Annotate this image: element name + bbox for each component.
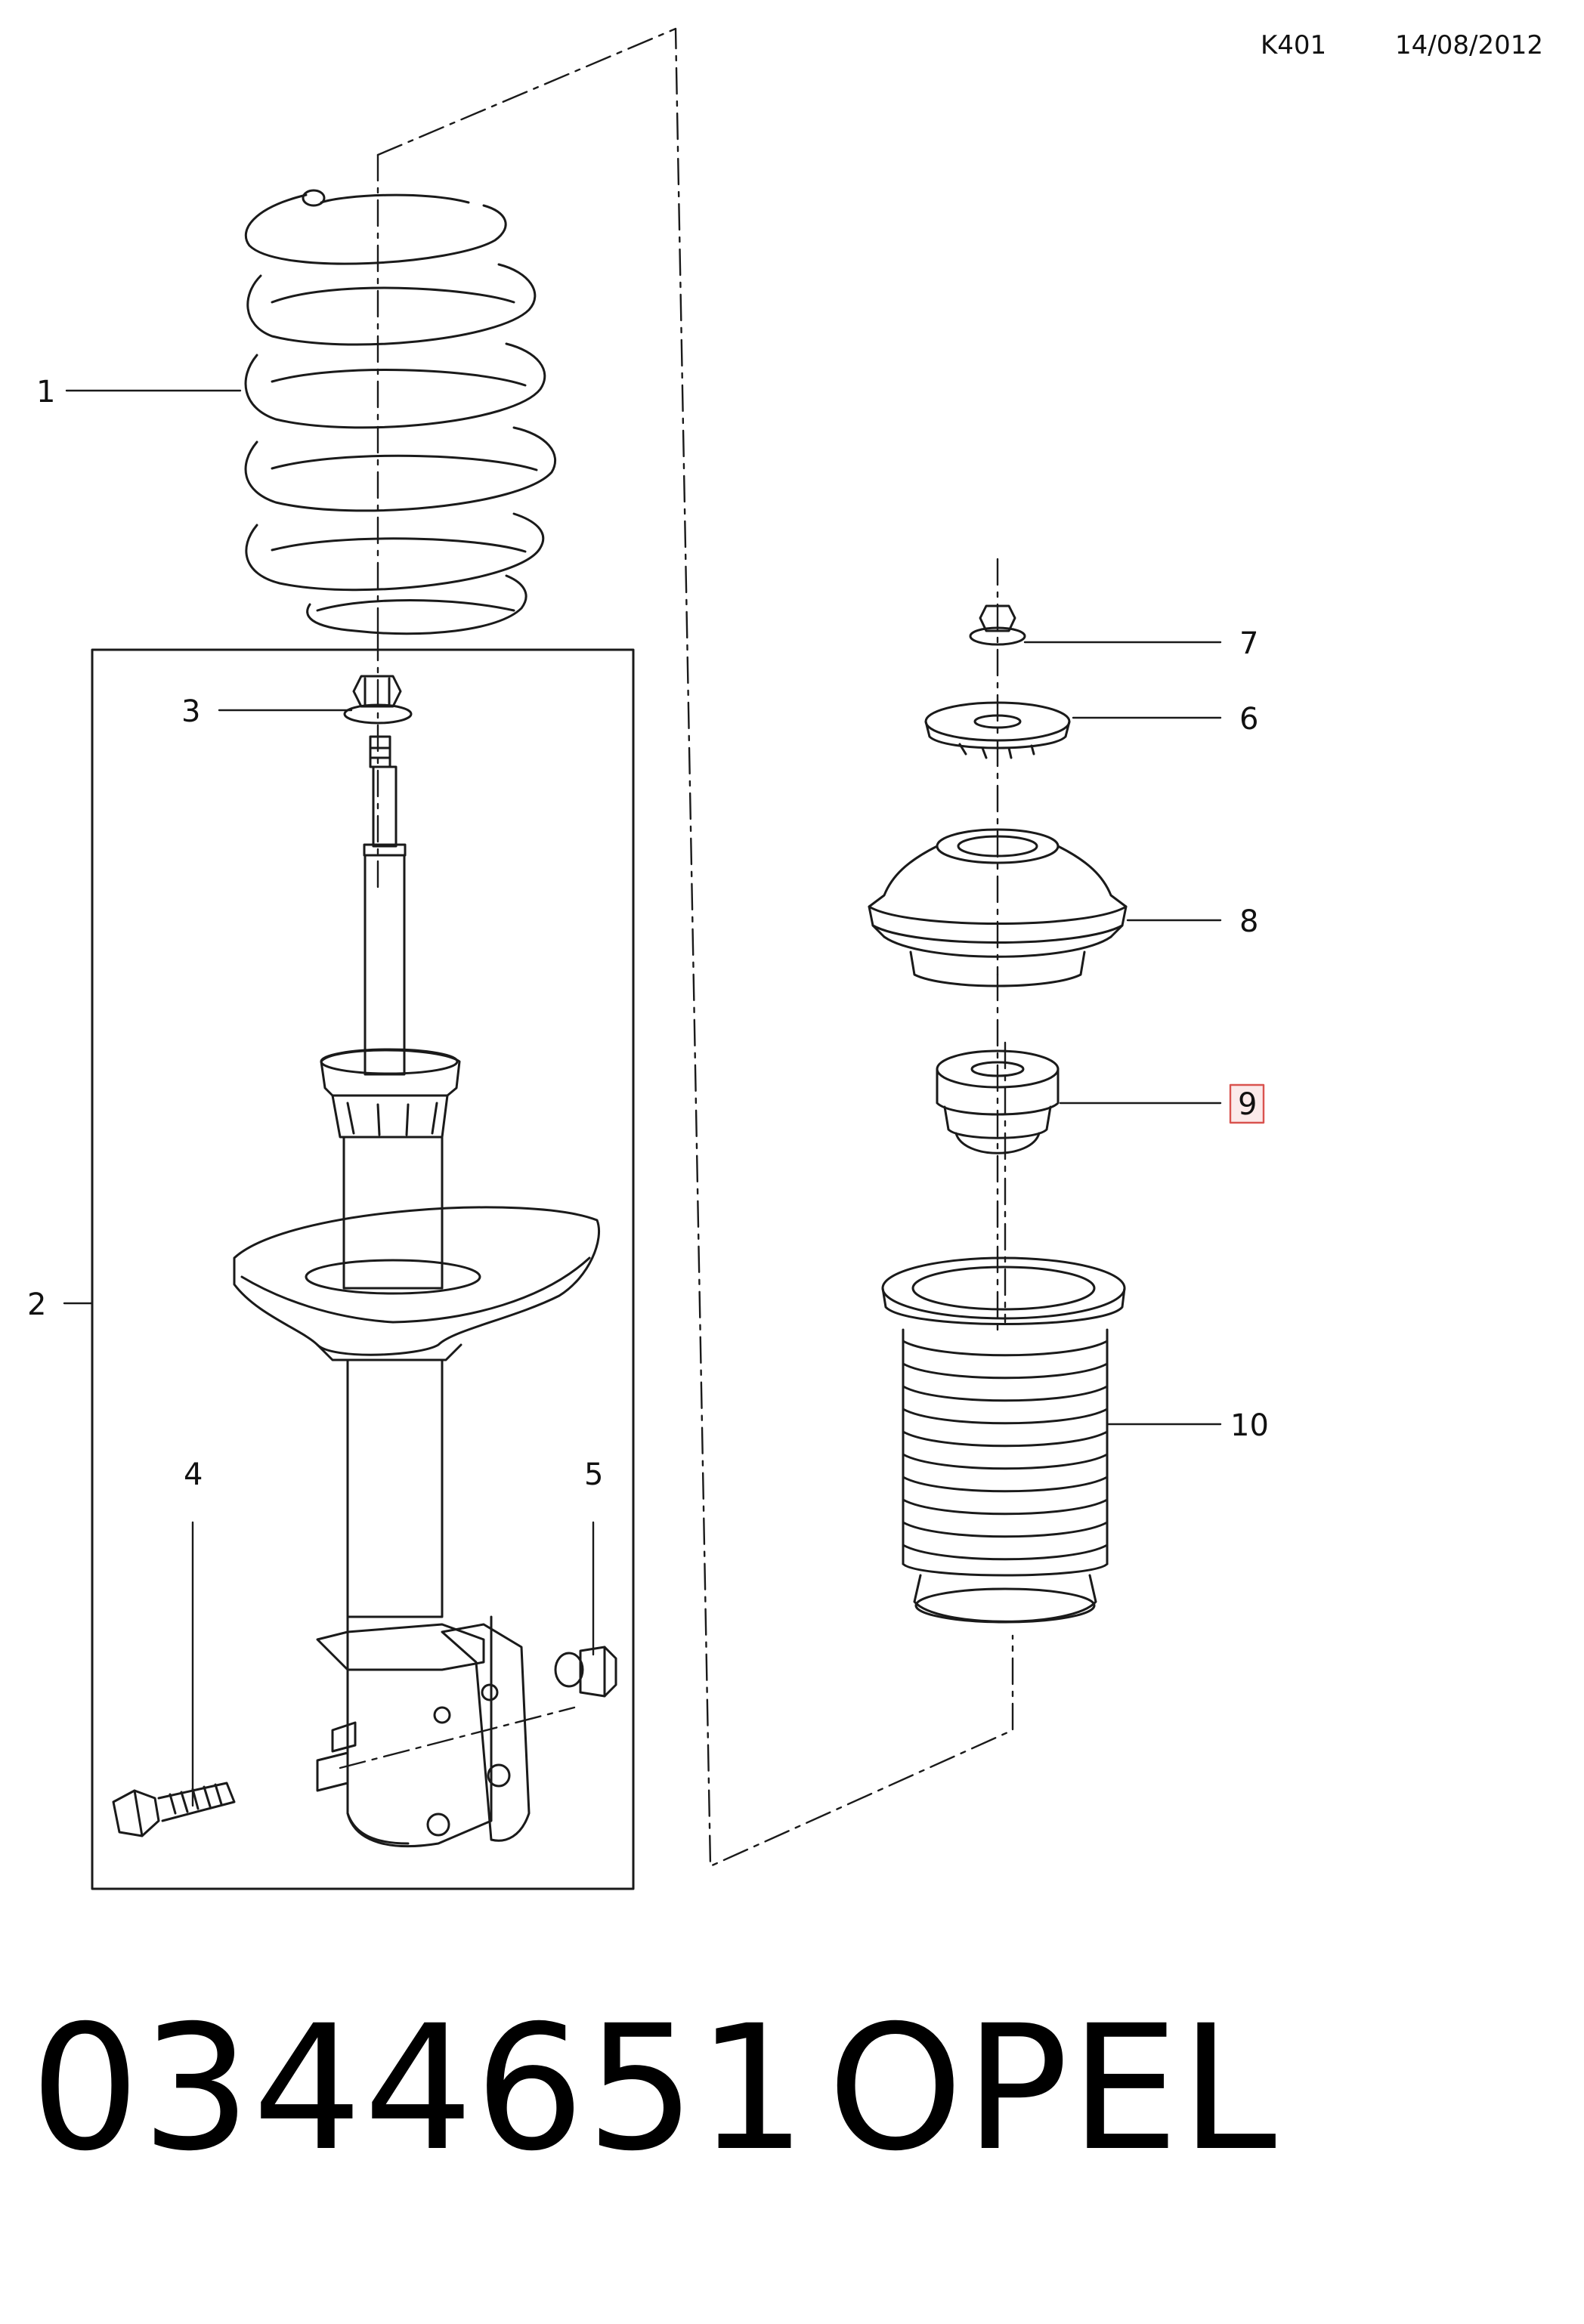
callout-8: 8 [1239,904,1258,939]
top-mount-nut [969,604,1026,646]
brand-name: OPEL [828,1988,1279,2189]
callout-10: 10 [1230,1408,1269,1443]
diagram-date: 14/08/2012 [1395,30,1543,60]
dust-boot [881,1256,1126,1624]
callout-3: 3 [181,694,200,729]
bracket-nut [554,1646,617,1698]
callout-numbers: 1 2 3 4 5 6 7 8 9 10 [27,375,1269,1492]
assembly-axis-lines [339,27,1014,1868]
callout-9: 9 [1238,1087,1257,1122]
shock-absorber [233,735,601,1848]
callout-7: 7 [1239,626,1258,661]
coil-spring [244,189,557,635]
strut-bolt [112,1782,236,1837]
bump-stop [936,1049,1060,1154]
strut-assembly-frame [91,648,635,1890]
strut-nut [343,675,413,725]
callout-9-highlight-box [1229,1083,1265,1124]
callout-6: 6 [1239,702,1258,737]
part-number: 0344651 [30,1988,809,2189]
diagram-code: K401 [1261,30,1327,60]
callout-4: 4 [184,1457,203,1492]
callout-5: 5 [584,1457,603,1492]
callout-2: 2 [27,1287,46,1322]
callout-1: 1 [36,375,55,409]
leader-lines [63,389,1222,1807]
strut-top-mount [868,828,1128,987]
mount-washer [924,701,1071,759]
